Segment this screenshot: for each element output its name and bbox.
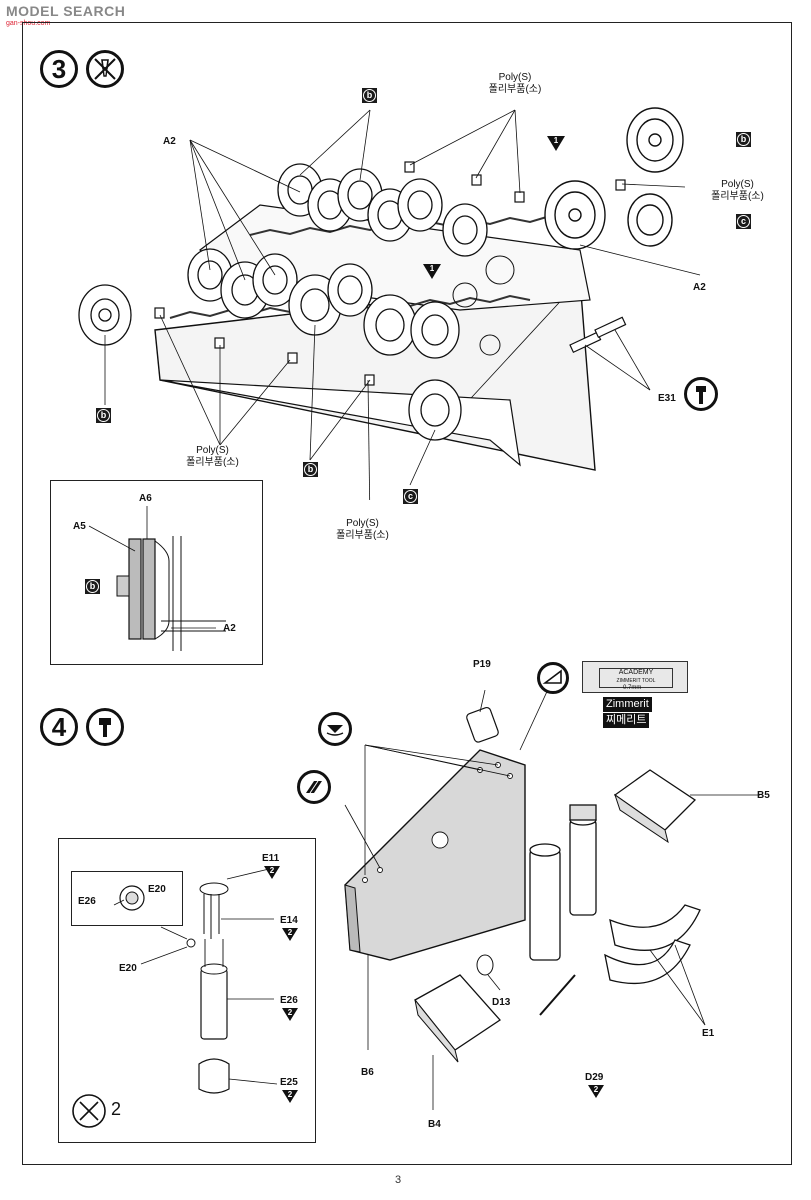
- poly-top-en: Poly(S): [498, 72, 532, 83]
- zimmerit-card-brand: ACADEMY: [618, 669, 654, 676]
- inset-label-a5: A5: [73, 521, 86, 532]
- zimmerit-card-sub: ZIMMERIT TOOL: [616, 678, 656, 684]
- tag-c-bottom: c: [403, 489, 418, 504]
- zimmerit-label-en: Zimmerit: [603, 697, 652, 712]
- tag-c-right: c: [736, 214, 751, 229]
- triangle-marker-2-text: 1: [429, 264, 435, 273]
- zimmerit-label-kr: 찌메리트: [603, 713, 650, 728]
- e26-qty-triangle: [282, 1008, 298, 1021]
- inset-label-e14: E14: [280, 915, 298, 926]
- repeat-quantity: 2: [111, 1099, 122, 1119]
- poly-top-kr: 폴리부품(소): [488, 84, 542, 95]
- poly-left-kr: 폴리부품(소): [186, 457, 239, 468]
- step-4-sub-inset: E20 E26: [71, 871, 183, 926]
- label-poly-right: Poly(S) 폴리부품(소): [700, 179, 775, 203]
- inset-label-e11: E11: [262, 853, 280, 864]
- watermark-url: gan-shou.com: [6, 20, 51, 27]
- step-3-drawing: [78, 107, 701, 500]
- sub-inset-drawing: [113, 885, 145, 911]
- poly-right-en: Poly(S): [721, 179, 754, 190]
- e26-qty: 2: [287, 1008, 293, 1017]
- triangle-marker-1: [547, 136, 565, 151]
- tag-b-bottom: b: [303, 462, 318, 477]
- inset-label-e26: E26: [280, 995, 298, 1006]
- watermark-logo: MODEL SEARCH: [6, 3, 126, 19]
- label-b4: B4: [428, 1119, 441, 1130]
- zimmerit-tool-icon: [537, 662, 569, 694]
- tag-b-top: b: [362, 88, 377, 103]
- zimmerit-tool-card: ACADEMY ZIMMERIT TOOL 0.7mm: [582, 661, 688, 693]
- label-poly-left: Poly(S) 폴리부품(소): [175, 445, 250, 469]
- e11-qty-triangle: [264, 866, 280, 879]
- triangle-marker-2: [423, 264, 441, 279]
- step-4-drawing: [344, 690, 760, 1110]
- tag-b-left: b: [96, 408, 111, 423]
- step-4-number: 4: [40, 708, 78, 746]
- inset-tag-b: b: [85, 579, 100, 594]
- triangle-marker-1-text: 1: [553, 136, 559, 145]
- poly-mid-en: Poly(S): [346, 518, 379, 529]
- label-e1: E1: [702, 1028, 715, 1039]
- step-4-inset: E20 E26 E11 2 E14 2 E20 E26 2 E25 2 2: [58, 838, 316, 1143]
- label-d13: D13: [492, 997, 511, 1008]
- d29-qty-triangle: [588, 1085, 604, 1098]
- sub-inset-e26: E26: [78, 896, 96, 907]
- inset-label-e25: E25: [280, 1077, 298, 1088]
- e14-qty-triangle: [282, 928, 298, 941]
- step-3-inset: A6 A5 A2 b: [50, 480, 263, 665]
- e25-qty-triangle: [282, 1090, 298, 1103]
- no-cement-icon: [86, 50, 124, 88]
- zimmerit-pattern-icon: [318, 712, 352, 746]
- cement-icon: [684, 377, 718, 411]
- cement-icon-step4: [86, 708, 124, 746]
- label-d29: D29: [585, 1072, 604, 1083]
- sub-inset-e20: E20: [148, 884, 166, 895]
- zimmerit-texture-icon: [297, 770, 331, 804]
- page-number: 3: [395, 1174, 402, 1186]
- label-poly-top: Poly(S) 폴리부품(소): [480, 72, 550, 96]
- step-3-number: 3: [40, 50, 78, 88]
- label-b5: B5: [757, 790, 770, 801]
- page-frame: [22, 22, 792, 1165]
- label-poly-mid: Poly(S) 폴리부품(소): [325, 518, 400, 542]
- label-a2-right: A2: [693, 282, 706, 293]
- label-p19: P19: [473, 659, 491, 670]
- e14-qty: 2: [287, 928, 293, 937]
- label-a2-left: A2: [163, 136, 176, 147]
- d29-qty: 2: [593, 1085, 599, 1094]
- tag-b-right: b: [736, 132, 751, 147]
- inset-exhaust-detail: [72, 868, 278, 1128]
- inset-label-a6: A6: [139, 493, 152, 504]
- inset-label-e20: E20: [119, 963, 137, 974]
- poly-mid-kr: 폴리부품(소): [336, 530, 389, 541]
- label-e31: E31: [658, 393, 676, 404]
- e11-qty: 2: [269, 866, 275, 875]
- label-b6: B6: [361, 1067, 374, 1078]
- poly-right-kr: 폴리부품(소): [711, 191, 764, 202]
- inset-label-a2: A2: [223, 623, 236, 634]
- zimmerit-card-value: 0.7mm: [623, 685, 642, 691]
- poly-left-en: Poly(S): [196, 445, 229, 456]
- e25-qty: 2: [287, 1090, 293, 1099]
- inset-wheel-detail: [88, 506, 226, 651]
